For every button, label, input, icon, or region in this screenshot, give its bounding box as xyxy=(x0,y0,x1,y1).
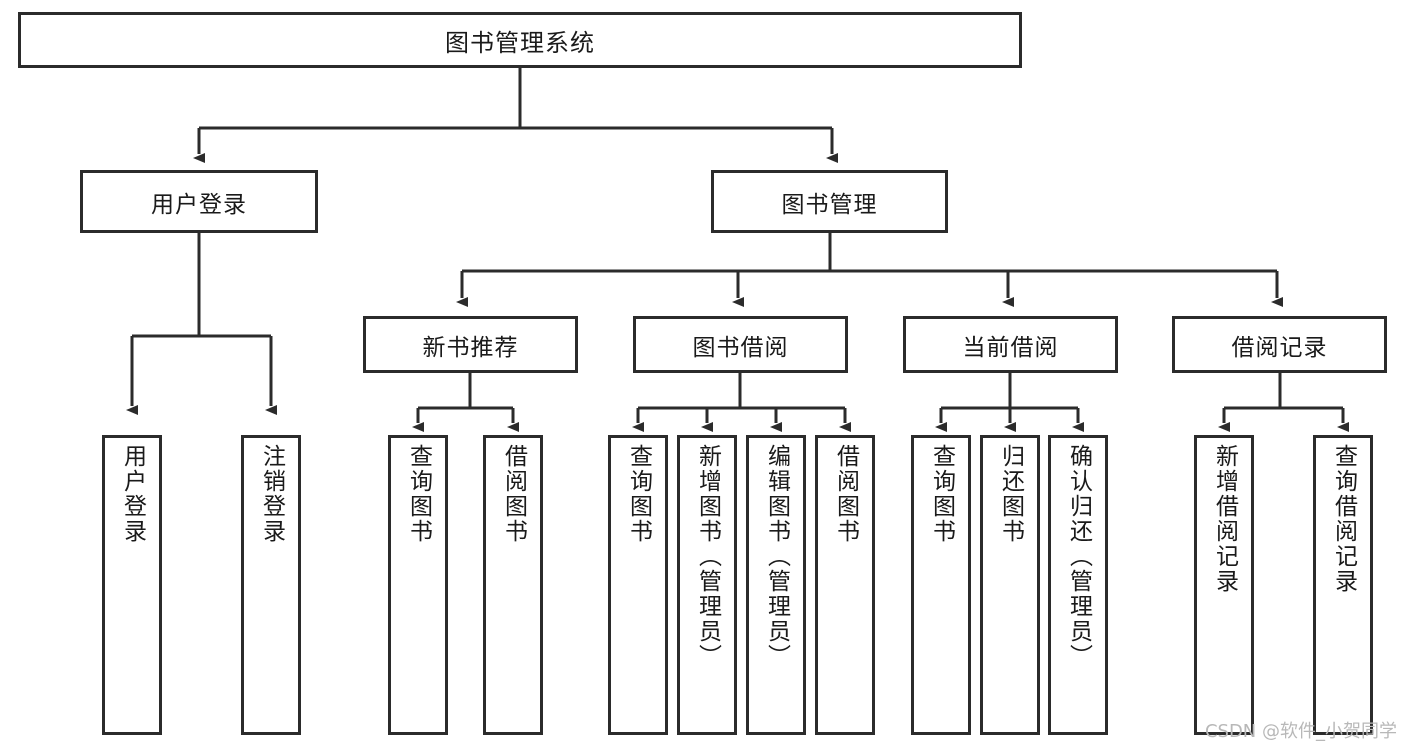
node-label: 当前借阅 xyxy=(962,334,1059,361)
leaf-borrow-add-book-admin[interactable]: 新增图书（管理员） xyxy=(677,435,737,735)
leaf-user-login-logout[interactable]: 注销登录 xyxy=(241,435,301,735)
node-label: 图书管理系统 xyxy=(445,28,595,57)
node-label: 图书管理 xyxy=(781,191,878,218)
node-label: 查询图书 xyxy=(405,444,432,544)
node-book-borrow[interactable]: 图书借阅 xyxy=(633,316,848,373)
leaf-borrow-query-book[interactable]: 查询图书 xyxy=(608,435,668,735)
node-borrow-record[interactable]: 借阅记录 xyxy=(1172,316,1387,373)
node-label: 用户登录 xyxy=(119,444,146,544)
node-current-borrow[interactable]: 当前借阅 xyxy=(903,316,1118,373)
leaf-user-login-login[interactable]: 用户登录 xyxy=(102,435,162,735)
leaf-record-add-record[interactable]: 新增借阅记录 xyxy=(1194,435,1254,735)
node-label: 查询图书 xyxy=(928,444,955,544)
node-label: 借阅图书 xyxy=(832,444,859,544)
leaf-borrow-edit-book-admin[interactable]: 编辑图书（管理员） xyxy=(746,435,806,735)
node-label: 借阅记录 xyxy=(1231,334,1328,361)
node-label: 借阅图书 xyxy=(500,444,527,544)
node-label: 新增图书（管理员） xyxy=(694,444,721,669)
node-label: 图书借阅 xyxy=(692,334,789,361)
node-root-book-management-system[interactable]: 图书管理系统 xyxy=(18,12,1022,68)
node-label: 确认归还（管理员） xyxy=(1065,444,1092,669)
node-label: 查询借阅记录 xyxy=(1330,444,1357,594)
leaf-current-confirm-return-admin[interactable]: 确认归还（管理员） xyxy=(1048,435,1108,735)
node-label: 注销登录 xyxy=(258,444,285,544)
node-new-book-recommend[interactable]: 新书推荐 xyxy=(363,316,578,373)
node-label: 新书推荐 xyxy=(422,334,519,361)
node-user-login[interactable]: 用户登录 xyxy=(80,170,318,233)
leaf-current-query-book[interactable]: 查询图书 xyxy=(911,435,971,735)
node-label: 归还图书 xyxy=(997,444,1024,544)
leaf-recommend-query-book[interactable]: 查询图书 xyxy=(388,435,448,735)
node-label: 新增借阅记录 xyxy=(1211,444,1238,594)
leaf-recommend-borrow-book[interactable]: 借阅图书 xyxy=(483,435,543,735)
watermark-text: CSDN @软件_小贺同学 xyxy=(1204,721,1397,742)
leaf-current-return-book[interactable]: 归还图书 xyxy=(980,435,1040,735)
node-book-management[interactable]: 图书管理 xyxy=(711,170,948,233)
node-label: 查询图书 xyxy=(625,444,652,544)
node-label: 编辑图书（管理员） xyxy=(763,444,790,669)
leaf-record-query-record[interactable]: 查询借阅记录 xyxy=(1313,435,1373,735)
leaf-borrow-borrow-book[interactable]: 借阅图书 xyxy=(815,435,875,735)
node-label: 用户登录 xyxy=(151,191,247,218)
